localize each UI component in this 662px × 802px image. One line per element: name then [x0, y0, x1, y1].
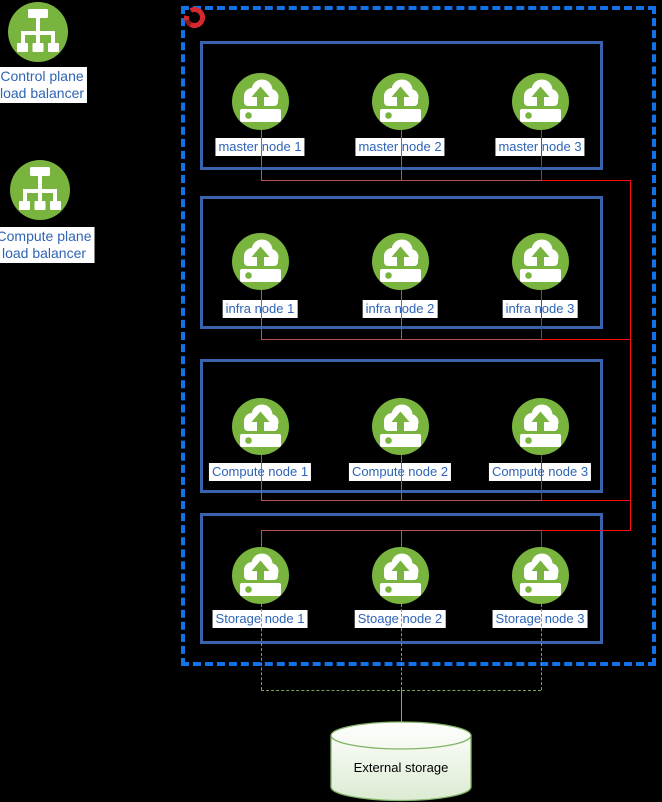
red-connector-line	[541, 130, 542, 180]
label-line: load balancer	[0, 85, 85, 101]
red-connector-line	[541, 500, 631, 501]
infra-node-3-icon	[512, 233, 569, 295]
cloud-node-icon	[232, 547, 289, 604]
external-storage-label: External storage	[353, 760, 449, 775]
red-connector-line	[261, 180, 541, 181]
storage-node-2-label: Stoage node 2	[354, 610, 446, 628]
green-dashed-connector	[261, 604, 262, 690]
green-storage-connector	[401, 690, 402, 723]
red-connector-line	[261, 130, 262, 180]
cloud-node-icon	[372, 547, 429, 604]
infra-node-2-icon	[372, 233, 429, 295]
master-node-1-icon	[232, 73, 289, 135]
compute-node-1-icon	[232, 398, 289, 460]
red-connector-line	[261, 455, 262, 500]
infra-node-1-label: infra node 1	[222, 300, 298, 318]
external-storage-cylinder	[330, 721, 472, 802]
cloud-node-icon	[512, 233, 569, 290]
red-connector-line	[541, 339, 631, 340]
red-connector-line	[401, 130, 402, 180]
red-connector-line	[261, 339, 541, 340]
storage-node-3-label: Storage node 3	[492, 610, 588, 628]
compute-node-2-label: Compute node 2	[348, 463, 452, 481]
compute-node-1-label: Compute node 1	[208, 463, 312, 481]
infra-node-1-icon	[232, 233, 289, 295]
storage-node-1-icon	[232, 547, 289, 609]
storage-node-2-icon	[372, 547, 429, 609]
red-connector-line	[541, 455, 542, 500]
cloud-node-icon	[232, 398, 289, 455]
cloud-node-icon	[512, 547, 569, 604]
master-node-1-label: master node 1	[215, 138, 305, 156]
infra-node-3-label: infra node 3	[502, 300, 578, 318]
red-connector-line	[541, 180, 631, 181]
load-balancer-icon	[10, 160, 70, 220]
cloud-node-icon	[232, 233, 289, 290]
master-node-2-icon	[372, 73, 429, 135]
red-connector-line	[261, 530, 541, 531]
red-connector-line	[401, 290, 402, 339]
red-connector-line	[541, 290, 542, 339]
cloud-node-icon	[512, 398, 569, 455]
green-dashed-connector	[541, 604, 542, 690]
infra-node-2-label: infra node 2	[362, 300, 438, 318]
master-node-2-label: master node 2	[355, 138, 445, 156]
control-plane-load-balancer-group	[8, 2, 68, 67]
label-line: Control plane	[0, 68, 84, 84]
red-connector-line	[401, 455, 402, 500]
label-line: Compute plane	[0, 228, 92, 244]
cloud-node-icon	[372, 73, 429, 130]
red-connector-line	[541, 530, 631, 531]
red-connector-line	[261, 500, 541, 501]
red-connector-line	[401, 530, 402, 547]
red-connector-line	[541, 530, 542, 547]
compute-node-3-label: Compute node 3	[488, 463, 592, 481]
compute-node-3-icon	[512, 398, 569, 460]
cloud-node-icon	[232, 73, 289, 130]
red-connector-line	[630, 180, 631, 531]
cloud-node-icon	[372, 398, 429, 455]
load-balancer-icon	[8, 2, 68, 62]
storage-node-3-icon	[512, 547, 569, 609]
master-node-3-label: master node 3	[495, 138, 585, 156]
storage-node-1-label: Storage node 1	[212, 610, 308, 628]
cluster-boundary	[181, 6, 656, 666]
cloud-node-icon	[512, 73, 569, 130]
red-connector-line	[261, 530, 262, 547]
master-node-3-icon	[512, 73, 569, 135]
openshift-logo-icon	[184, 6, 205, 28]
green-dashed-connector	[401, 604, 402, 690]
cloud-node-icon	[372, 233, 429, 290]
label-line: load balancer	[1, 245, 87, 261]
compute-node-2-icon	[372, 398, 429, 460]
compute-plane-load-balancer-group	[10, 160, 70, 225]
red-connector-line	[261, 290, 262, 339]
